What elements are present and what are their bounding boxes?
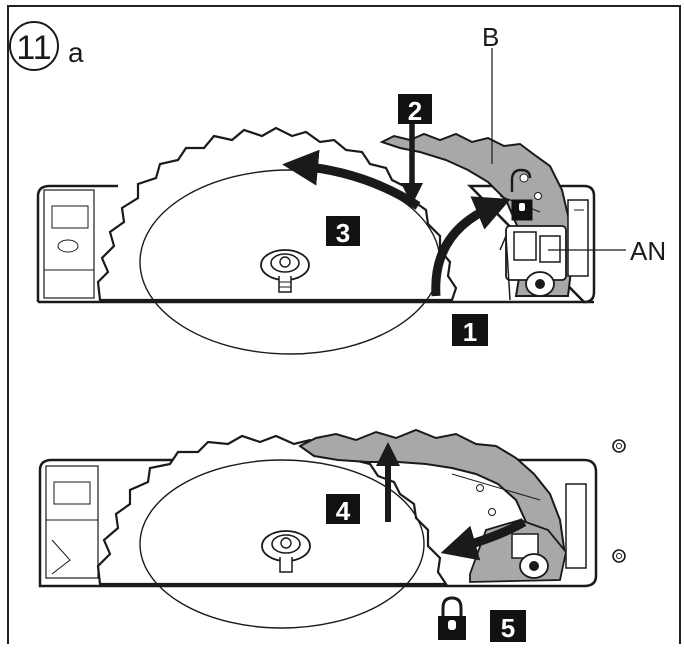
step-1-badge: 1 — [452, 314, 488, 347]
step-2-badge: 2 — [398, 94, 432, 126]
bottom-lever-an — [469, 483, 587, 583]
top-arbor-nut — [260, 249, 310, 293]
padlock-closed-icon — [511, 199, 533, 221]
figure-frame — [7, 5, 681, 644]
bottom-blade-disc — [139, 459, 425, 629]
screw-icon-upper — [612, 439, 626, 453]
svg-text:1: 1 — [463, 317, 477, 347]
bottom-saw: 4 5 — [38, 428, 626, 643]
top-lever-an — [499, 225, 567, 301]
svg-text:4: 4 — [336, 496, 351, 526]
figure-number-badge: 11 — [9, 21, 59, 71]
step-5-badge: 5 — [490, 610, 526, 643]
top-saw-blade — [96, 126, 458, 302]
figure-number: 11 — [16, 29, 51, 67]
svg-text:5: 5 — [501, 613, 515, 643]
padlock-open-icon — [510, 168, 532, 192]
bottom-arbor-nut — [261, 530, 311, 573]
step1-lift-arrow — [431, 196, 511, 297]
bottom-guard-b — [298, 428, 566, 549]
step-4-badge: 4 — [326, 494, 360, 526]
label-an: AN — [630, 236, 666, 266]
svg-text:3: 3 — [336, 218, 350, 248]
padlock-closed-icon-bottom — [438, 596, 466, 640]
top-saw: 2 3 1 B AN — [36, 22, 666, 355]
svg-text:2: 2 — [408, 96, 422, 126]
label-b: B — [482, 22, 499, 52]
screw-icon-lower — [612, 549, 626, 563]
figure-sub-label: a — [68, 37, 84, 68]
step5-lower-arrow — [440, 518, 527, 561]
step-3-badge: 3 — [326, 216, 360, 248]
